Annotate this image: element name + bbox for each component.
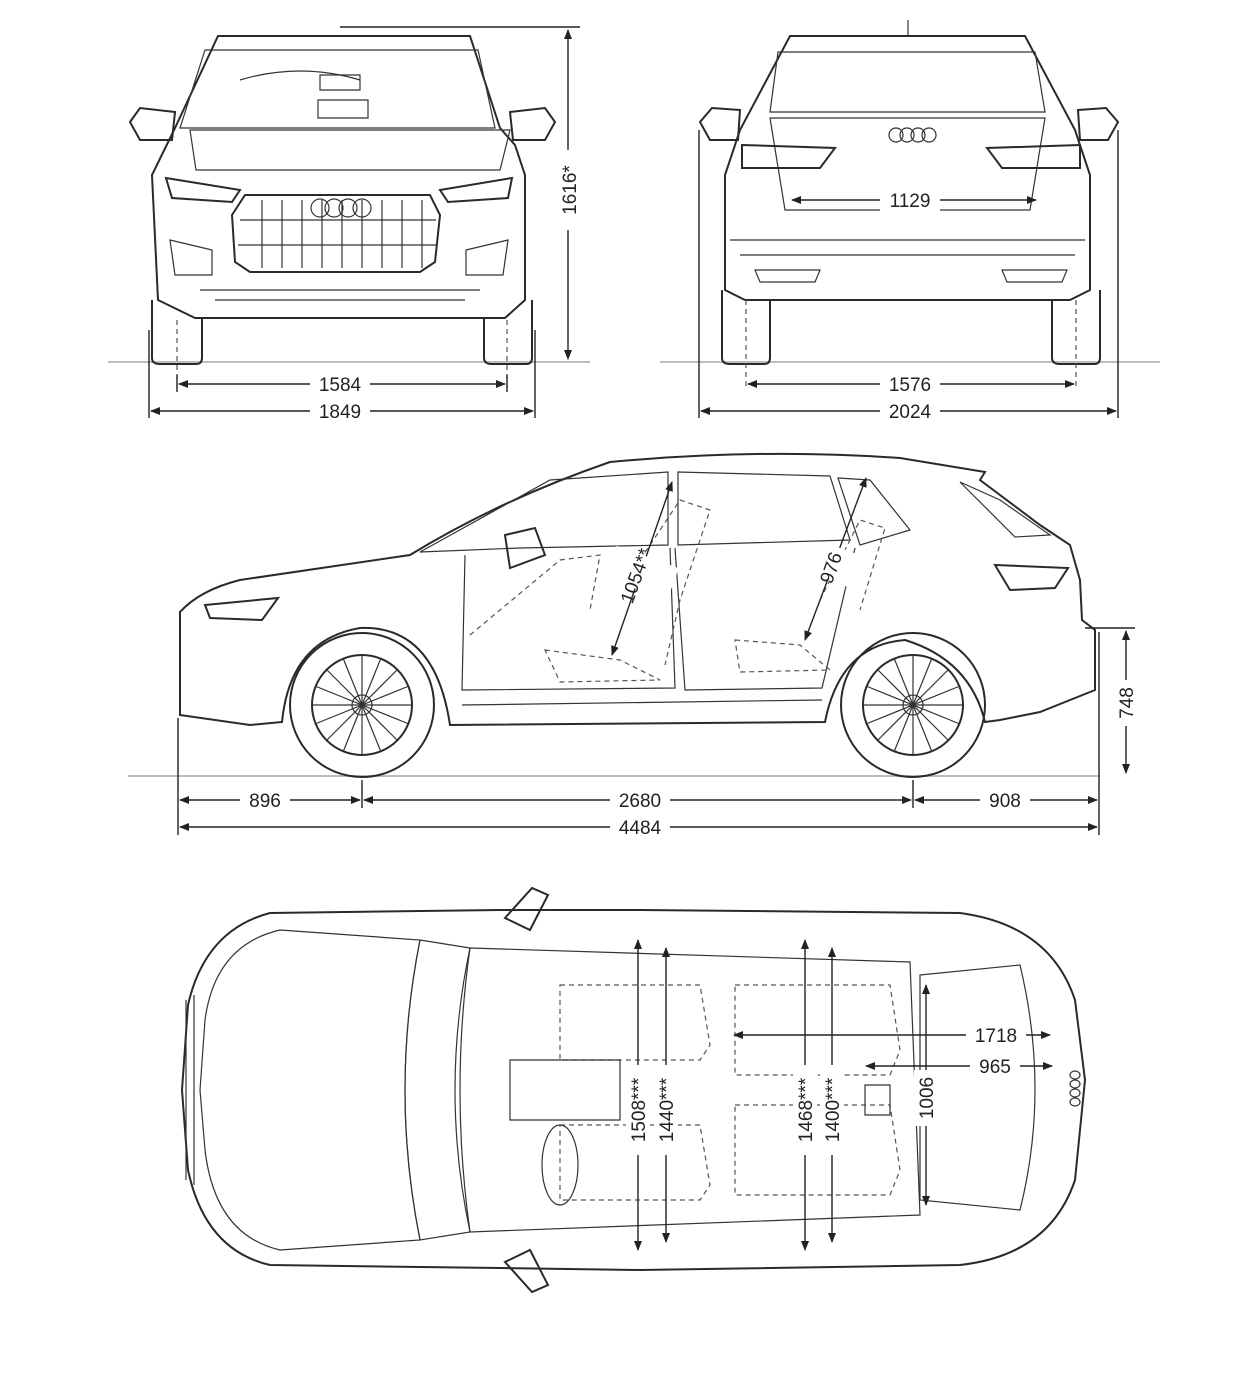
top-right-mirror [503, 1248, 550, 1294]
front-track-label: 1584 [319, 375, 362, 396]
front-height-label: 1616* [560, 165, 581, 215]
front-right-wheel [483, 300, 533, 365]
front-view: 1616* 1584 1849 [108, 26, 590, 423]
rear-left-wheel [721, 290, 771, 365]
rear-overhang-label: 908 [989, 791, 1021, 812]
left-mirror [128, 106, 177, 141]
front-left-wheel [151, 300, 203, 365]
front-overhang-label: 896 [249, 791, 281, 812]
load-length-folded-label: 1718 [975, 1026, 1017, 1047]
wheel-arch-width-label: 1006 [917, 1077, 938, 1119]
side-tail-light [993, 563, 1070, 592]
top-view: 1508*** 1440*** 1468*** 1400*** 1006 171… [180, 886, 1087, 1294]
right-headlight [438, 176, 514, 204]
brand-rings-top [1069, 1070, 1081, 1107]
width-mirrors-label: 2024 [889, 402, 932, 423]
rear-track-label: 1576 [889, 375, 931, 396]
front-car-drawing [128, 35, 557, 390]
rear-elbow-width-label: 1400*** [823, 1077, 844, 1142]
rear-left-mirror [698, 106, 742, 141]
front-grille [230, 194, 442, 273]
side-front-wheel [289, 632, 435, 778]
front-elbow-width-label: 1440*** [657, 1077, 678, 1142]
top-car-drawing [180, 886, 1087, 1294]
brand-rings-rear [888, 127, 937, 143]
side-headlight [203, 596, 281, 622]
side-mirror [503, 526, 547, 570]
right-mirror [508, 106, 557, 141]
side-view: 1054** 976 748 896 2680 908 4484 [128, 452, 1138, 839]
rear-right-mirror [1076, 106, 1120, 141]
side-rear-wheel [840, 632, 986, 778]
brand-rings-front [310, 198, 372, 218]
front-width-label: 1849 [319, 402, 361, 423]
wheelbase-label: 2680 [619, 791, 661, 812]
steering-wheel [541, 1124, 579, 1206]
load-length-label: 965 [979, 1057, 1011, 1078]
rear-view: 1129 1576 2024 [660, 20, 1160, 423]
length-label: 4484 [619, 818, 662, 839]
sill-height-label: 748 [1117, 687, 1138, 719]
rear-right-wheel [1051, 290, 1101, 365]
rear-shoulder-width-label: 1468*** [796, 1077, 817, 1142]
tailgate-width-label: 1129 [890, 191, 931, 212]
top-left-mirror [503, 886, 550, 932]
right-tail-light [985, 143, 1081, 169]
rear-car-drawing [698, 20, 1120, 390]
left-tail-light [741, 143, 837, 169]
left-headlight [164, 176, 242, 204]
side-car-drawing [179, 452, 1096, 778]
front-shoulder-width-label: 1508*** [629, 1077, 650, 1142]
